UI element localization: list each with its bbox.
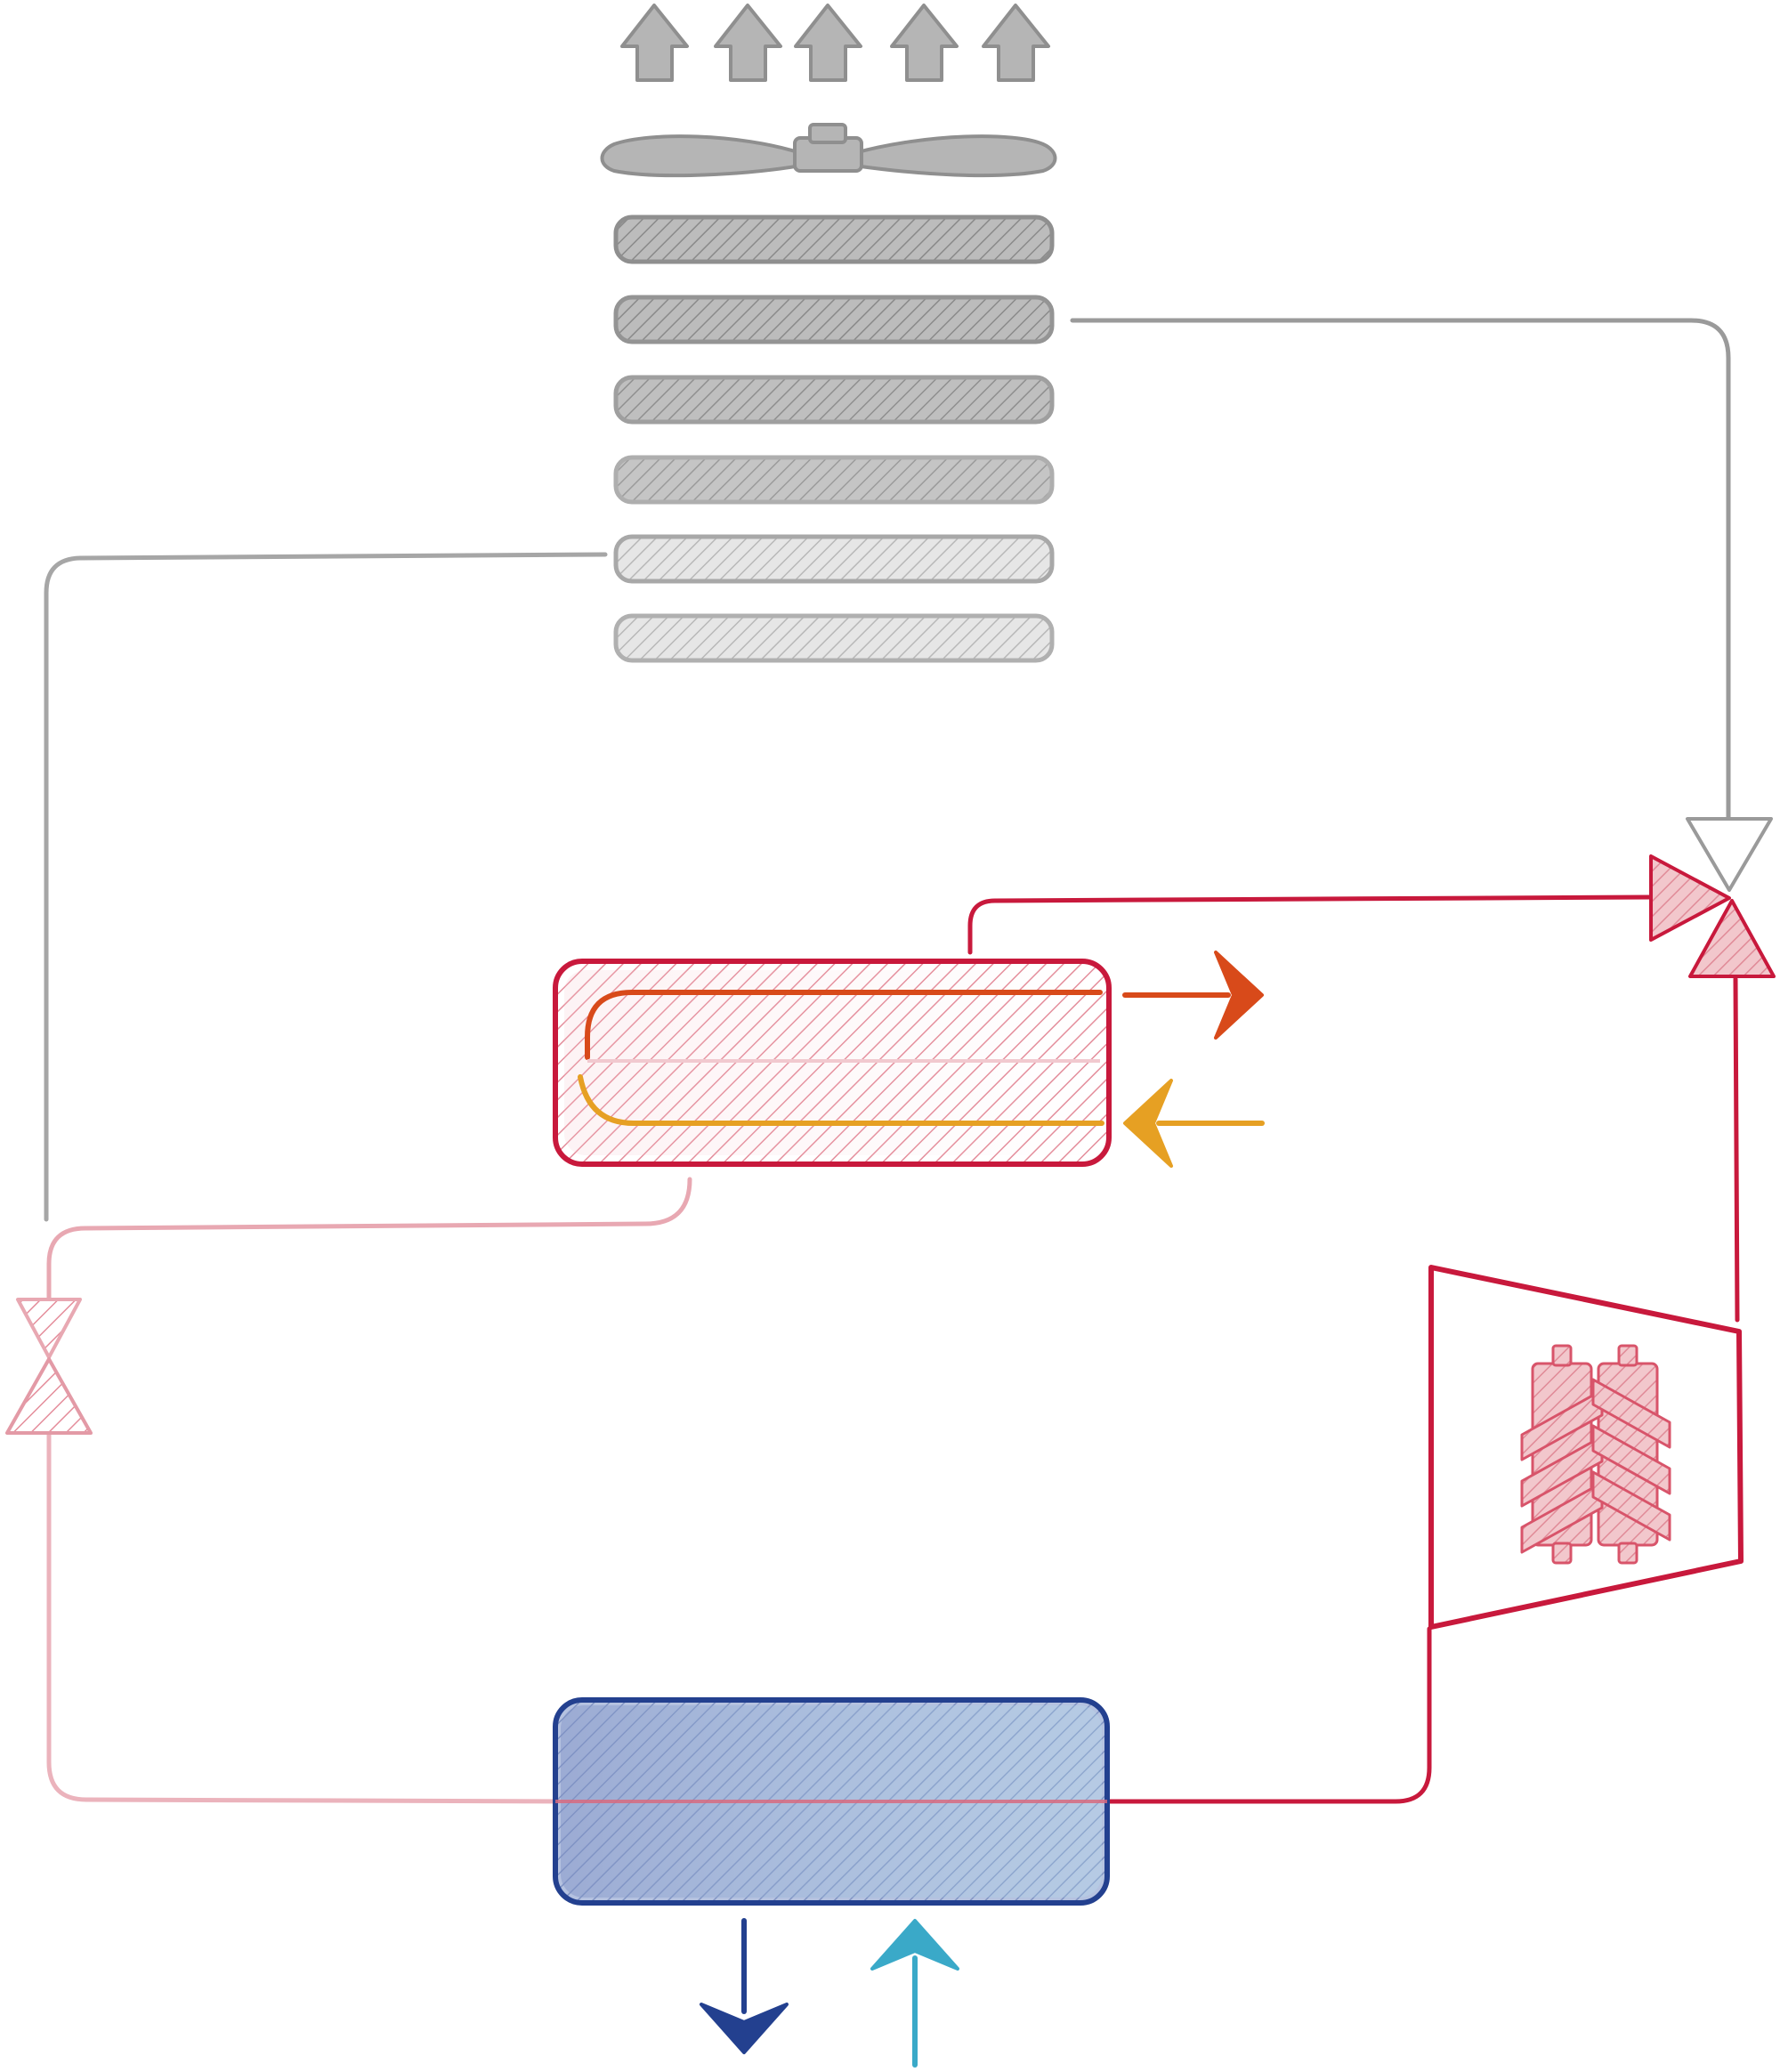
hatched-coil-icon <box>613 613 1055 663</box>
propeller-fan-icon <box>600 123 1057 178</box>
screw-compressor <box>1428 1265 1744 1630</box>
pipe-valve-to-heat-recovery <box>967 894 1654 955</box>
up-arrow-icon <box>620 4 689 82</box>
right-arrow-icon <box>1214 951 1264 1040</box>
two-way-valve-icon <box>5 1298 93 1435</box>
heat-recovery-exchanger <box>553 959 1112 1167</box>
up-arrow-icon <box>870 1919 959 1971</box>
up-arrow-icon <box>794 4 862 82</box>
hot-water-out-arrow <box>1122 951 1264 1040</box>
up-arrow-icon <box>714 4 782 82</box>
up-arrow-icon <box>890 4 959 82</box>
hatched-coil-icon <box>613 214 1055 264</box>
pipe-condenser-to-valve <box>1070 318 1731 822</box>
three-way-valve-icon <box>1649 817 1776 978</box>
hot-water-return-arrow <box>1123 1079 1265 1168</box>
hot-flow-path <box>585 990 1103 1060</box>
down-arrow-icon <box>700 2003 789 2054</box>
hatched-coil-icon <box>613 455 1055 505</box>
screw-compressor-icon <box>1520 1344 1671 1565</box>
pipe-heat-recovery-to-expansion <box>46 1177 692 1302</box>
hatched-coil-icon <box>613 295 1055 344</box>
hatched-coil-icon <box>613 375 1055 425</box>
chilled-water-out-arrow <box>700 1918 789 2054</box>
pipe-compressor-to-valve <box>1733 976 1740 1323</box>
pipe-condenser-to-expansion <box>44 552 608 1222</box>
left-arrow-icon <box>1123 1079 1173 1168</box>
return-flow-path <box>578 1074 1104 1126</box>
evaporator <box>553 1697 1110 1906</box>
pipe-expansion-to-evaporator <box>46 1430 572 1804</box>
pipe-evaporator-to-compressor <box>1070 1626 1432 1804</box>
up-arrow-icon <box>982 4 1050 82</box>
exhaust-air-arrows <box>620 4 1050 82</box>
chilled-water-return-arrow <box>870 1919 959 2068</box>
air-cooled-condenser-coils <box>613 214 1055 663</box>
hatched-coil-icon <box>613 534 1055 584</box>
